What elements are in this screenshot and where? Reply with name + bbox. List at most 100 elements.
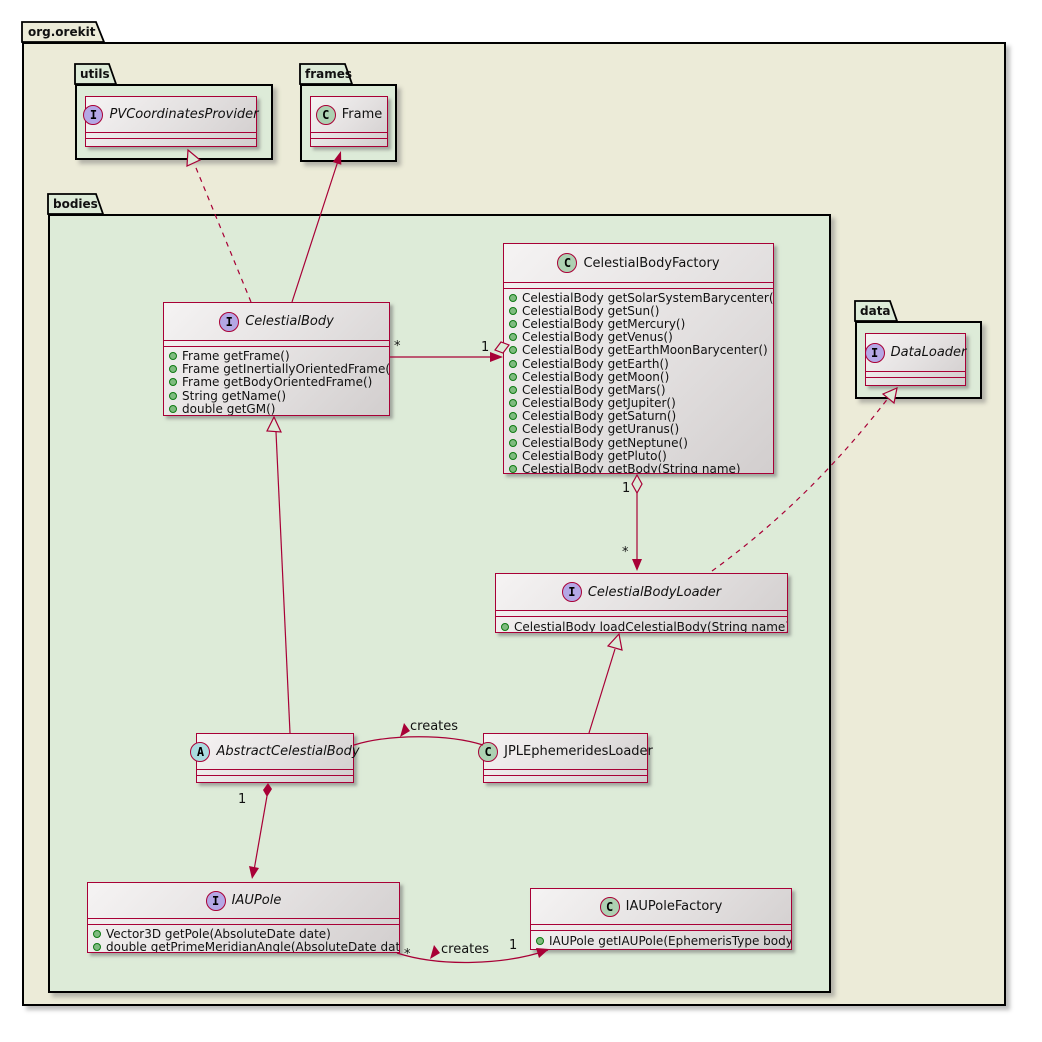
interface-icon: I xyxy=(864,342,885,363)
multiplicity-label: 1 xyxy=(622,481,631,496)
class-box-iaupolefactory: C IAUPoleFactory IAUPole getIAUPole(Ephe… xyxy=(530,888,792,950)
fields-section xyxy=(86,132,256,138)
method-item: CelestialBody getJupiter() xyxy=(509,396,770,410)
class-icon: C xyxy=(557,253,578,273)
method-item: CelestialBody getMars() xyxy=(509,383,770,397)
method-item: double getPrimeMeridianAngle(AbsoluteDat… xyxy=(93,940,399,952)
class-name: IAUPole xyxy=(231,893,282,908)
public-method-icon xyxy=(536,936,544,945)
public-method-icon xyxy=(509,319,517,328)
fields-section xyxy=(496,610,787,616)
methods-section: CelestialBody getSolarSystemBarycenter()… xyxy=(504,288,773,473)
multiplicity-label: 1 xyxy=(238,792,247,807)
method-item: Frame getInertiallyOrientedFrame() xyxy=(169,362,389,376)
public-method-icon xyxy=(169,365,177,374)
package-label-utils: utils xyxy=(80,67,110,81)
fields-section xyxy=(197,769,353,775)
method-item: CelestialBody getEarthMoonBarycenter() xyxy=(509,343,770,357)
public-method-icon xyxy=(509,438,517,447)
public-method-icon xyxy=(509,465,517,473)
public-method-icon xyxy=(501,622,509,631)
method-item: CelestialBody getSaturn() xyxy=(509,409,770,423)
methods-section xyxy=(311,138,387,144)
public-method-icon xyxy=(509,412,517,421)
fields-section xyxy=(311,132,387,138)
multiplicity-label: * xyxy=(404,947,411,962)
method-item: CelestialBody getMercury() xyxy=(509,317,770,331)
public-method-icon xyxy=(169,391,177,400)
fields-section xyxy=(88,918,399,924)
class-box-celestialbodyfactory: C CelestialBodyFactory CelestialBody get… xyxy=(503,243,774,474)
public-method-icon xyxy=(509,333,517,342)
class-header: I IAUPole xyxy=(88,883,399,918)
class-header: I PVCoordinatesProvider xyxy=(83,97,259,132)
class-name: JPLEphemeridesLoader xyxy=(504,744,653,759)
class-name: DataLoader xyxy=(890,345,967,360)
method-item: CelestialBody getBody(String name) xyxy=(509,462,770,473)
class-header: I DataLoader xyxy=(864,334,967,371)
methods-section: IAUPole getIAUPole(EphemerisType body) xyxy=(531,930,791,949)
methods-section: Frame getFrame() Frame getInertiallyOrie… xyxy=(164,346,389,415)
class-name: Frame xyxy=(341,107,383,122)
class-box-frame: C Frame xyxy=(310,96,388,147)
class-header: C CelestialBodyFactory xyxy=(504,244,773,282)
class-header: I CelestialBody xyxy=(164,303,389,340)
class-box-jplephemeridesloader: C JPLEphemeridesLoader xyxy=(478,733,653,783)
public-method-icon xyxy=(169,405,177,414)
class-header: A AbstractCelestialBody xyxy=(190,734,360,769)
fields-section xyxy=(866,371,965,377)
method-item: CelestialBody getSun() xyxy=(509,304,770,318)
method-item: CelestialBody getEarth() xyxy=(509,357,770,371)
class-header: I CelestialBodyLoader xyxy=(496,574,787,610)
class-icon: C xyxy=(315,104,336,125)
methods-section xyxy=(197,775,353,781)
method-item: String getName() xyxy=(169,389,386,403)
multiplicity-label: 1 xyxy=(509,938,518,953)
class-name: CelestialBodyLoader xyxy=(587,584,722,600)
method-item: CelestialBody getPluto() xyxy=(509,449,770,463)
public-method-icon xyxy=(93,929,101,938)
interface-icon: I xyxy=(219,311,240,332)
class-header: C Frame xyxy=(311,97,387,132)
fields-section xyxy=(484,769,647,775)
public-method-icon xyxy=(93,943,101,952)
package-label-bodies: bodies xyxy=(53,197,98,211)
edge-name-label: creates xyxy=(410,719,459,734)
method-item: CelestialBody getNeptune() xyxy=(509,436,770,450)
public-method-icon xyxy=(509,359,517,368)
class-name: CelestialBody xyxy=(245,314,334,329)
class-name: AbstractCelestialBody xyxy=(216,744,360,759)
public-method-icon xyxy=(509,306,517,315)
public-method-icon xyxy=(509,385,517,394)
public-method-icon xyxy=(169,351,177,360)
public-method-icon xyxy=(509,425,517,434)
class-box-dataloader: I DataLoader xyxy=(864,333,967,386)
method-item: CelestialBody loadCelestialBody(String n… xyxy=(501,619,787,632)
public-method-icon xyxy=(509,451,517,460)
method-item: CelestialBody getVenus() xyxy=(509,330,770,344)
class-box-iaupole: I IAUPole Vector3D getPole(AbsoluteDate … xyxy=(87,882,400,953)
public-method-icon xyxy=(509,293,517,302)
methods-section: Vector3D getPole(AbsoluteDate date) doub… xyxy=(88,924,399,952)
method-item: Vector3D getPole(AbsoluteDate date) xyxy=(93,927,396,941)
class-icon: C xyxy=(599,896,620,917)
methods-section xyxy=(484,775,647,781)
public-method-icon xyxy=(509,372,517,381)
class-header: C IAUPoleFactory xyxy=(531,889,791,924)
class-name: CelestialBodyFactory xyxy=(583,255,720,271)
edge-name-label: creates xyxy=(441,942,490,957)
fields-section xyxy=(164,340,389,346)
method-item: Frame getFrame() xyxy=(169,349,386,363)
interface-icon: I xyxy=(205,890,226,911)
method-item: CelestialBody getUranus() xyxy=(509,422,770,436)
class-box-abstractcelestialbody: A AbstractCelestialBody xyxy=(190,733,360,783)
package-label-org-orekit: org.orekit xyxy=(28,25,96,39)
class-header: C JPLEphemeridesLoader xyxy=(478,734,653,769)
fields-section xyxy=(504,282,773,288)
class-name: PVCoordinatesProvider xyxy=(109,107,259,122)
multiplicity-label: * xyxy=(622,545,629,560)
fields-section xyxy=(531,924,791,930)
method-item: CelestialBody getSolarSystemBarycenter() xyxy=(509,291,773,305)
package-label-data: data xyxy=(860,304,891,318)
